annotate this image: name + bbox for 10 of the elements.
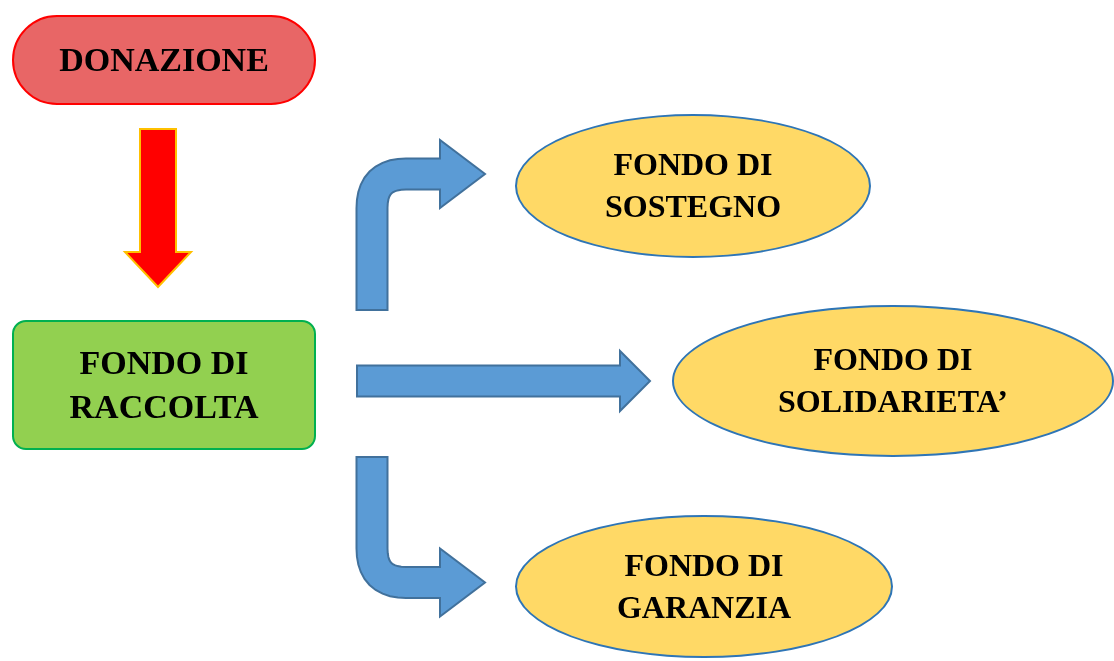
- block-arrow: [355, 456, 487, 619]
- node-label: FONDO DI GARANZIA: [615, 545, 793, 627]
- node-label: FONDO DI SOSTEGNO: [603, 145, 783, 226]
- process-box: [12, 320, 316, 450]
- block-arrow: [355, 138, 487, 311]
- block-arrow: [122, 128, 194, 289]
- node-label: DONAZIONE: [59, 39, 269, 80]
- block-arrow: [356, 348, 652, 414]
- node-label: FONDO DI SOLIDARIETA’: [777, 340, 1009, 421]
- node-label: FONDO DI RACCOLTA: [68, 342, 260, 427]
